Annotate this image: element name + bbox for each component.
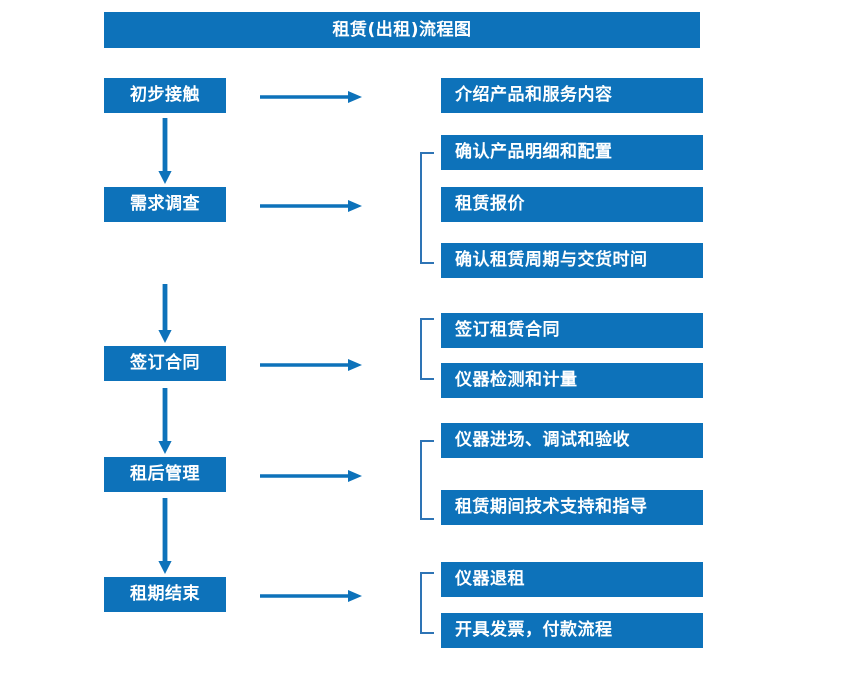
detail-box-4[interactable]: 确认租赁周期与交货时间 (441, 243, 703, 278)
arrow-down-icon-4 (158, 498, 172, 574)
arrow-down-icon-3 (158, 388, 172, 454)
arrow-right-icon-3 (260, 357, 362, 371)
detail-box-1[interactable]: 介绍产品和服务内容 (441, 78, 703, 113)
group-bracket-4 (420, 572, 434, 634)
stage-box-1[interactable]: 初步接触 (104, 78, 226, 113)
group-bracket-1 (420, 152, 434, 264)
bracket-stem (420, 318, 422, 380)
bracket-arm-bottom (420, 378, 434, 380)
bracket-arm-top (420, 152, 434, 154)
stage-box-2[interactable]: 需求调查 (104, 187, 226, 222)
group-bracket-2 (420, 318, 434, 380)
arrow-down-icon-1 (158, 118, 172, 184)
bracket-stem (420, 440, 422, 520)
detail-box-8[interactable]: 租赁期间技术支持和指导 (441, 490, 703, 525)
bracket-arm-top (420, 440, 434, 442)
detail-box-7[interactable]: 仪器进场、调试和验收 (441, 423, 703, 458)
bracket-stem (420, 572, 422, 634)
bracket-arm-bottom (420, 518, 434, 520)
arrow-down-icon-2 (158, 284, 172, 343)
arrow-right-icon-1 (260, 89, 362, 103)
stage-box-4[interactable]: 租后管理 (104, 457, 226, 492)
bracket-arm-bottom (420, 262, 434, 264)
detail-box-3[interactable]: 租赁报价 (441, 187, 703, 222)
detail-box-2[interactable]: 确认产品明细和配置 (441, 135, 703, 170)
arrow-right-icon-5 (260, 588, 362, 602)
stage-box-5[interactable]: 租期结束 (104, 577, 226, 612)
arrow-right-icon-2 (260, 198, 362, 212)
group-bracket-3 (420, 440, 434, 520)
page-title: 租赁(出租)流程图 (104, 12, 700, 48)
detail-box-6[interactable]: 仪器检测和计量 (441, 363, 703, 398)
arrow-right-icon-4 (260, 468, 362, 482)
bracket-arm-top (420, 318, 434, 320)
detail-box-5[interactable]: 签订租赁合同 (441, 313, 703, 348)
bracket-arm-bottom (420, 632, 434, 634)
detail-box-9[interactable]: 仪器退租 (441, 562, 703, 597)
detail-box-10[interactable]: 开具发票，付款流程 (441, 613, 703, 648)
bracket-stem (420, 152, 422, 264)
bracket-arm-top (420, 572, 434, 574)
stage-box-3[interactable]: 签订合同 (104, 346, 226, 381)
